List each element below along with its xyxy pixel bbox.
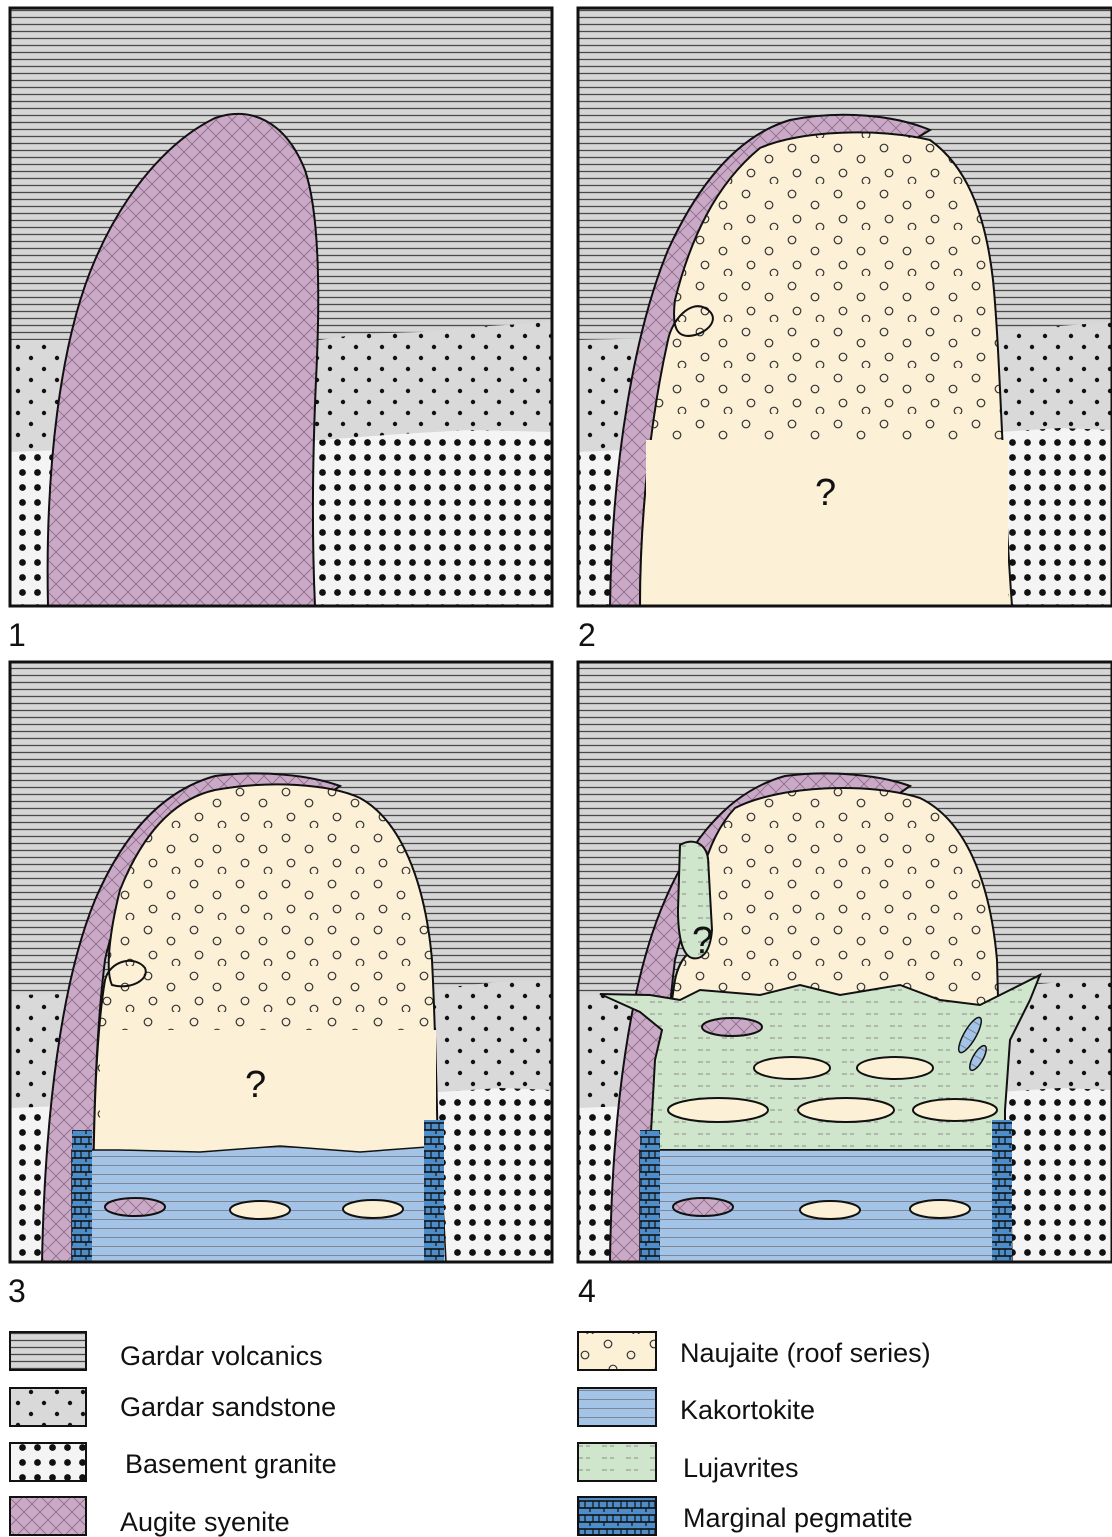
panel-2: ? 2 [578,8,1112,653]
naujaite-xenolith [754,1057,830,1079]
marginal-pegmatite-left [640,1130,660,1262]
naujaite-xenolith [798,1098,894,1122]
legend-swatch [10,1497,86,1535]
legend-item-marginal-pegmatite: Marginal pegmatite [578,1497,913,1535]
naujaite-xenolith [230,1201,290,1219]
marginal-pegmatite-right [992,1120,1012,1262]
legend-swatch [578,1443,656,1481]
legend-item-gardar-volcanics: Gardar volcanics [10,1332,323,1371]
legend-label: Gardar volcanics [120,1341,323,1371]
legend-item-gardar-sandstone: Gardar sandstone [10,1388,336,1426]
marginal-pegmatite-right [424,1120,444,1262]
unknown-extent-mark: ? [245,1064,266,1106]
legend-label: Augite syenite [120,1507,290,1537]
legend: Gardar volcanics Gardar sandstone Baseme… [10,1332,931,1537]
naujaite-lower-unpatterned [100,1030,436,1160]
legend-item-naujaite: Naujaite (roof series) [578,1332,931,1370]
syenite-xenolith [105,1198,165,1216]
legend-label: Gardar sandstone [120,1392,336,1422]
legend-swatch [10,1443,86,1481]
panel-3: ? 3 [8,662,552,1309]
legend-label: Marginal pegmatite [683,1503,913,1533]
unknown-extent-mark: ? [815,472,836,514]
panel-number: 1 [8,617,26,653]
naujaite-xenolith [668,1098,768,1122]
naujaite-lower-unpatterned [646,440,1008,606]
legend-item-augite-syenite: Augite syenite [10,1497,290,1537]
naujaite-xenolith [913,1099,997,1121]
naujaite-xenolith [857,1057,933,1079]
naujaite-xenolith [800,1201,860,1219]
legend-label: Kakortokite [680,1395,815,1425]
panel-1: 1 [8,8,552,653]
legend-swatch [10,1332,86,1370]
legend-item-lujavrites: Lujavrites [578,1443,799,1483]
panel-4: ? 4 [578,662,1112,1309]
panel-number: 4 [578,1273,596,1309]
legend-label: Naujaite (roof series) [680,1338,931,1368]
syenite-xenolith [673,1198,733,1216]
naujaite-xenolith [343,1200,403,1218]
legend-swatch [578,1388,656,1426]
legend-swatch [578,1497,656,1535]
legend-swatch [10,1388,86,1426]
unknown-extent-mark: ? [692,920,713,962]
naujaite-xenolith [910,1200,970,1218]
legend-item-kakortokite: Kakortokite [578,1388,815,1426]
legend-item-basement-granite: Basement granite [10,1443,337,1481]
marginal-pegmatite-left [72,1130,92,1262]
legend-label: Basement granite [125,1449,337,1479]
panel-number: 3 [8,1273,26,1309]
legend-label: Lujavrites [683,1453,799,1483]
legend-swatch [578,1332,656,1370]
syenite-xenolith [702,1018,762,1036]
panel-number: 2 [578,617,596,653]
